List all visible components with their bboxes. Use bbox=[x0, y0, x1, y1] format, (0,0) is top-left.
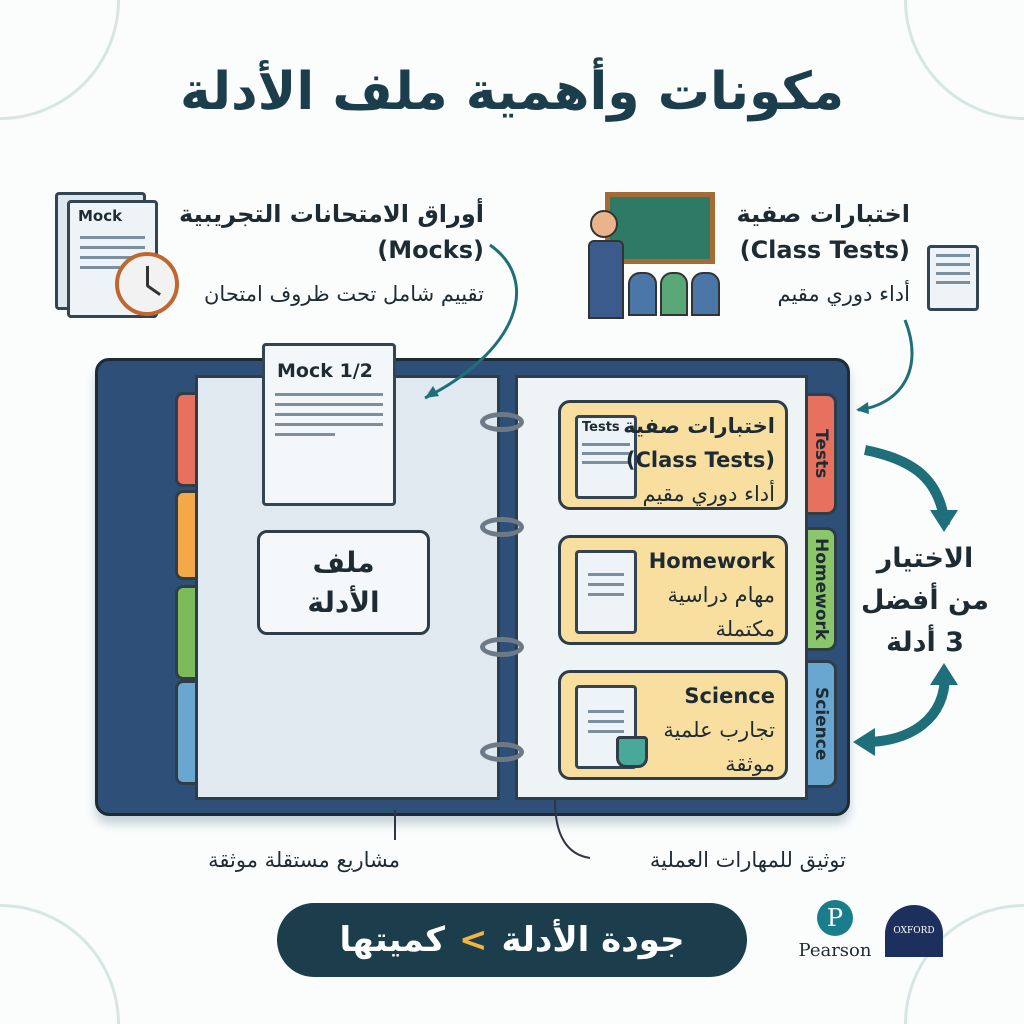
oxford-logo: OXFORD bbox=[885, 905, 943, 957]
tab-tests[interactable]: Tests bbox=[805, 393, 837, 515]
students-icon bbox=[628, 272, 721, 316]
mocks-title: أوراق الامتحانات التجريبية bbox=[179, 200, 484, 228]
mocks-desc: تقييم شامل تحت ظروف امتحان bbox=[204, 282, 484, 306]
document-icon bbox=[927, 245, 979, 311]
clipboard-flask-icon bbox=[575, 685, 648, 769]
bottom-left-caption: مشاريع مستقلة موثقة bbox=[208, 848, 400, 872]
arrow-head bbox=[930, 663, 958, 685]
bottom-right-caption: توثيق للمهارات العملية bbox=[649, 848, 846, 872]
pearson-logo: P Pearson bbox=[795, 900, 875, 961]
leader-line-right bbox=[554, 799, 591, 859]
homework-document-icon bbox=[575, 550, 637, 634]
arrow-head bbox=[930, 510, 958, 532]
binder-ring bbox=[480, 637, 524, 657]
class-tests-block: اختبارات صفية (Class Tests) أداء دوري مق… bbox=[737, 196, 910, 312]
tab-homework[interactable]: Homework bbox=[805, 527, 837, 651]
quality-banner: جودة الأدلة > كميتها bbox=[277, 903, 747, 977]
arrow-head bbox=[425, 386, 439, 398]
clock-icon bbox=[115, 252, 179, 316]
mock-document: Mock 1/2 bbox=[262, 343, 396, 506]
arrow-head bbox=[856, 402, 869, 414]
binder-ring bbox=[480, 412, 524, 432]
arrow-class-tests bbox=[857, 319, 914, 412]
card-class-tests: Tests اختبارات صفية(Class Tests)أداء دور… bbox=[558, 400, 788, 510]
teacher-icon bbox=[588, 210, 624, 319]
page-title: مكونات وأهمية ملف الأدلة bbox=[179, 62, 845, 122]
selection-text: الاختيار من أفضل 3 أدلة bbox=[860, 543, 990, 658]
tab-science[interactable]: Science bbox=[805, 660, 837, 788]
class-tests-en: (Class Tests) bbox=[739, 236, 910, 264]
binder-label: ملف الأدلة bbox=[257, 530, 430, 635]
binder-ring bbox=[480, 742, 524, 762]
class-tests-desc: أداء دوري مقيم bbox=[777, 282, 910, 306]
mocks-block: أوراق الامتحانات التجريبية (Mocks) تقييم… bbox=[179, 196, 484, 312]
arrow-selection-up bbox=[869, 674, 950, 747]
arrow-head bbox=[853, 728, 875, 756]
test-checklist-icon: Tests bbox=[575, 415, 637, 499]
class-tests-title: اختبارات صفية bbox=[736, 200, 910, 228]
mocks-en: (Mocks) bbox=[377, 236, 484, 264]
arrow-mocks bbox=[424, 243, 518, 400]
binder-ring bbox=[480, 517, 524, 537]
